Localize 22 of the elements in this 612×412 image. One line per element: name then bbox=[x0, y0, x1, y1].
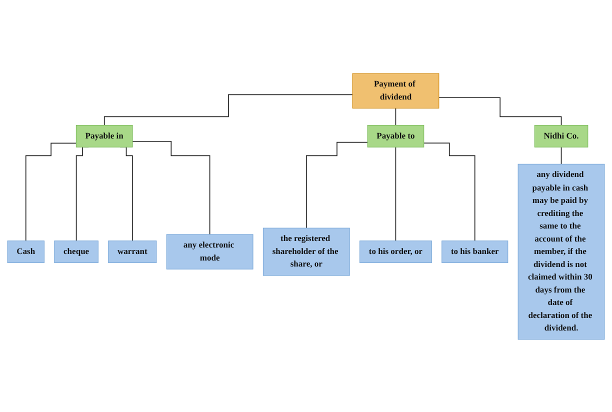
connector bbox=[560, 146, 562, 164]
connector bbox=[104, 94, 353, 126]
connector bbox=[395, 107, 396, 126]
connector bbox=[395, 146, 396, 241]
connector bbox=[25, 142, 77, 241]
node-box bbox=[442, 240, 508, 263]
node-box bbox=[7, 240, 44, 263]
connector bbox=[132, 140, 210, 234]
tree-diagram: Payment of dividend Payable in Payable to Nidhi Co. Cash cheque warrant any electronic mode the registered shareholder of the share, or to his order, or to his banker any dividend payable in cash may be paid by crediting the same to the account of the member, if the dividend is not claimed within 30 days from the date of declaration of the dividend. bbox=[3, 68, 609, 344]
node-box bbox=[360, 240, 432, 263]
node-box bbox=[367, 124, 424, 147]
node-box bbox=[54, 240, 98, 263]
node-box bbox=[166, 234, 254, 269]
node-box bbox=[518, 163, 605, 340]
node-box bbox=[352, 72, 440, 108]
node-box bbox=[534, 124, 588, 147]
node-box bbox=[262, 227, 350, 276]
node-box bbox=[76, 124, 133, 147]
connector bbox=[423, 142, 476, 241]
connector bbox=[438, 96, 562, 126]
connector bbox=[306, 141, 368, 228]
node-box bbox=[108, 240, 157, 263]
